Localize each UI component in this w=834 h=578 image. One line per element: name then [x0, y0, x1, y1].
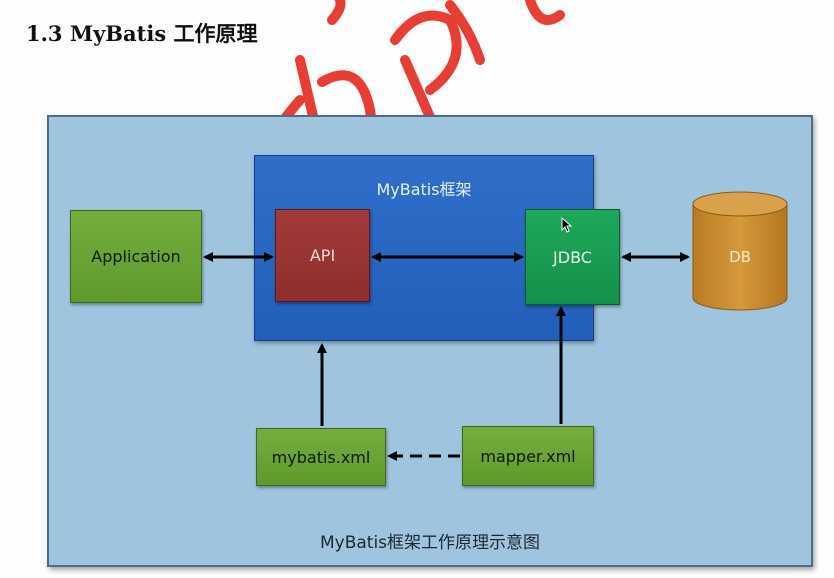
mouse-cursor-icon — [561, 217, 573, 233]
framework-label: MyBatis框架 — [376, 180, 472, 199]
diagram-caption: MyBatis框架工作原理示意图 — [319, 533, 541, 553]
application-node: Application — [70, 210, 202, 303]
mapper-xml-label: mapper.xml — [480, 446, 576, 466]
db-cylinder-icon — [692, 191, 788, 311]
jdbc-node: JDBC — [525, 209, 620, 305]
page-title: 1.3 MyBatis 工作原理 — [26, 21, 258, 46]
mybatis-xml-node: mybatis.xml — [256, 428, 386, 486]
db-label: DB — [729, 248, 751, 266]
api-node: API — [275, 209, 370, 302]
application-label: Application — [91, 247, 181, 266]
jdbc-label: JDBC — [553, 247, 592, 267]
api-label: API — [309, 246, 336, 265]
mapper-xml-node: mapper.xml — [462, 426, 594, 486]
mybatis-xml-label: mybatis.xml — [271, 447, 371, 467]
